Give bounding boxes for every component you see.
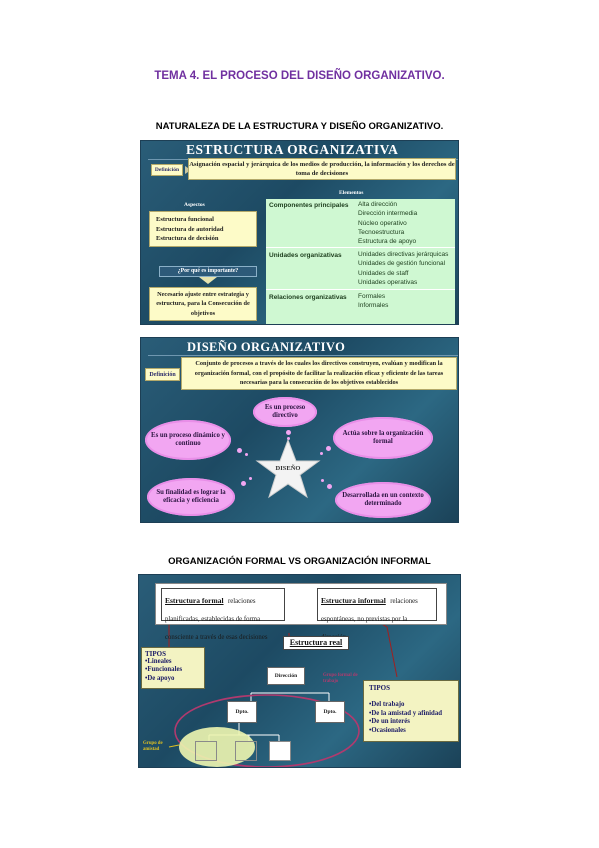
grupo-formal-label: Grupo formal de trabajo bbox=[323, 673, 358, 684]
unidades-list: Unidades directivas jerárquicas Unidades… bbox=[358, 250, 453, 287]
aspecto-item: Estructura funcional bbox=[156, 216, 214, 223]
list-item: •De la amistad y afinidad bbox=[369, 709, 443, 717]
list-item: •De un interés bbox=[369, 718, 410, 726]
list-item: Unidades de gestión funcional bbox=[358, 260, 446, 268]
thought-dot bbox=[286, 430, 291, 435]
thought-dot bbox=[249, 477, 252, 480]
slide1-elementos-box: Componentes principales Alta dirección D… bbox=[266, 199, 455, 324]
list-item: •Lineales bbox=[145, 658, 172, 666]
org-box-empty bbox=[195, 741, 217, 761]
slide1-aspectos-label: Aspectos bbox=[184, 202, 205, 208]
thought-dot bbox=[327, 484, 332, 489]
list-item: Unidades de staff bbox=[358, 269, 409, 277]
slide-organizacion-formal-informal: Estructura formal relaciones planificada… bbox=[138, 574, 461, 768]
divider bbox=[266, 247, 455, 248]
section-title-naturaleza: NATURALEZA DE LA ESTRUCTURA Y DISEÑO ORG… bbox=[155, 121, 444, 132]
estructura-informal-box: Estructura informal relaciones espontáne… bbox=[317, 588, 437, 641]
slide2-title-rule bbox=[148, 355, 458, 356]
slide1-elementos-label: Elementos bbox=[339, 190, 364, 196]
cloud-actua-organizacion: Actúa sobre la organización formal bbox=[333, 417, 433, 459]
thought-dot bbox=[287, 437, 290, 440]
thought-dot bbox=[241, 481, 246, 486]
cloud-contexto: Desarrollada en un contexto determinado bbox=[335, 482, 431, 518]
list-item: Estructura de apoyo bbox=[358, 238, 417, 246]
estructura-formal-text: relaciones planificadas, establecidas de… bbox=[165, 598, 268, 641]
thought-dot bbox=[237, 448, 242, 453]
slide-diseno-organizativo: DISEÑO ORGANIZATIVO Definición Conjunto … bbox=[140, 337, 459, 523]
slide1-aspectos-box: Estructura funcional Estructura de autor… bbox=[149, 211, 257, 247]
slide1-title: ESTRUCTURA ORGANIZATIVA bbox=[186, 142, 399, 157]
cloud-finalidad: Su finalidad es lograr la eficacia y efi… bbox=[147, 478, 235, 516]
unidades-label: Unidades organizativas bbox=[269, 252, 342, 259]
slide1-importante-text: Necesario ajuste entre estrategia y estr… bbox=[149, 287, 257, 321]
list-item: Núcleo operativo bbox=[358, 219, 407, 227]
tipos-formal-label: TIPOS bbox=[145, 650, 167, 658]
org-box-empty bbox=[269, 741, 291, 761]
relaciones-label: Relaciones organizativas bbox=[269, 294, 347, 301]
list-item: Formales bbox=[358, 293, 386, 300]
document-title: TEMA 4. EL PROCESO DEL DISEÑO ORGANIZATI… bbox=[154, 70, 445, 82]
org-box-direccion: Dirección bbox=[267, 667, 305, 685]
slide1-importante-label: ¿Por qué es importante? bbox=[159, 266, 257, 277]
list-item: Informales bbox=[358, 302, 389, 310]
list-item: •Del trabajo bbox=[369, 701, 405, 708]
list-item: Alta dirección bbox=[358, 201, 398, 208]
aspecto-item: Estructura de autoridad bbox=[156, 225, 224, 233]
cloud-proceso-directivo: Es un proceso directivo bbox=[253, 397, 317, 427]
componentes-list: Alta dirección Dirección intermedia Núcl… bbox=[358, 200, 453, 246]
relaciones-list: Formales Informales bbox=[358, 292, 453, 311]
org-box-dpto: Dpto. bbox=[315, 701, 345, 723]
star-icon bbox=[255, 438, 321, 499]
estructura-real-box: Estructura real bbox=[283, 636, 349, 650]
slide2-definicion-label: Definición bbox=[145, 368, 180, 381]
componentes-label: Componentes principales bbox=[269, 202, 349, 209]
list-item: Unidades directivas jerárquicas bbox=[358, 251, 449, 258]
list-item: •De apoyo bbox=[145, 674, 175, 682]
tipos-informal-label: TIPOS bbox=[369, 684, 391, 692]
slide2-title: DISEÑO ORGANIZATIVO bbox=[187, 340, 346, 354]
list-item: Tecnoestructura bbox=[358, 228, 405, 236]
list-item: Unidades operativas bbox=[358, 278, 418, 286]
thought-dot bbox=[320, 452, 323, 455]
divider bbox=[266, 289, 455, 290]
org-box-empty bbox=[235, 741, 257, 761]
list-item: •Ocasionales bbox=[369, 726, 406, 734]
thought-dot bbox=[321, 479, 324, 482]
aspecto-item: Estructura de decisión bbox=[156, 235, 219, 242]
list-item: Dirección intermedia bbox=[358, 210, 418, 218]
thought-dot bbox=[245, 453, 248, 456]
grupo-amistad-label: Grupo de amistad bbox=[143, 741, 163, 752]
slide2-definicion-text: Conjunto de procesos a través de los cua… bbox=[181, 357, 457, 390]
slide1-down-arrow-icon bbox=[199, 277, 217, 284]
section-title-formal-informal: ORGANIZACIÓN FORMAL VS ORGANIZACIÓN INFO… bbox=[168, 556, 431, 567]
tipos-informal-box: TIPOS •Del trabajo •De la amistad y afin… bbox=[363, 680, 459, 742]
slide-estructura-organizativa: ESTRUCTURA ORGANIZATIVA Definición Asign… bbox=[140, 140, 459, 325]
tipos-formal-box: TIPOS •Lineales •Funcionales •De apoyo bbox=[141, 647, 205, 689]
estructura-formal-box: Estructura formal relaciones planificada… bbox=[161, 588, 285, 641]
slide1-definicion-label: Definición bbox=[151, 164, 183, 176]
thought-dot bbox=[326, 446, 331, 451]
estructura-informal-title: Estructura informal bbox=[321, 596, 386, 605]
list-item: •Funcionales bbox=[145, 666, 183, 674]
org-box-dpto: Dpto. bbox=[227, 701, 257, 723]
cloud-proceso-dinamico: Es un proceso dinámico y continuo bbox=[145, 420, 231, 460]
estructura-formal-title: Estructura formal bbox=[165, 596, 224, 605]
star-label: DISEÑO bbox=[275, 465, 301, 472]
slide1-definicion-text: Asignación espacial y jerárquica de los … bbox=[188, 158, 456, 180]
